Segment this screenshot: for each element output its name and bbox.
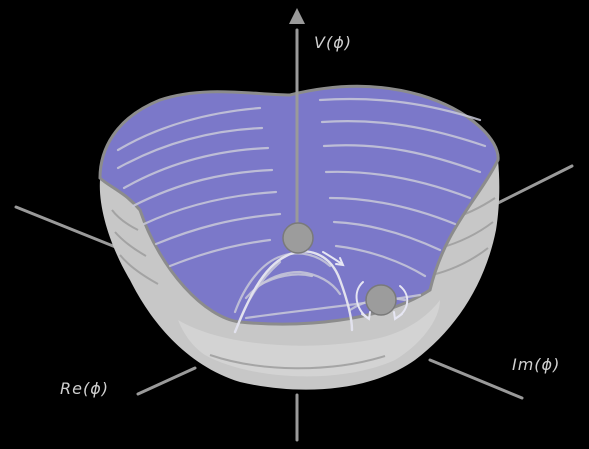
- imag-axis-label: Im(ϕ): [512, 355, 560, 374]
- vertical-axis-arrowhead: [289, 8, 305, 24]
- real-axis-label: Re(ϕ): [60, 379, 109, 398]
- unstable-ball: [283, 223, 313, 253]
- vacuum-ball: [366, 285, 396, 315]
- real-axis-back: [16, 207, 118, 248]
- imag-axis-front: [430, 360, 522, 398]
- vertical-axis-label: V(ϕ): [314, 33, 352, 52]
- real-axis-front: [138, 368, 195, 394]
- imag-axis-back: [498, 166, 572, 203]
